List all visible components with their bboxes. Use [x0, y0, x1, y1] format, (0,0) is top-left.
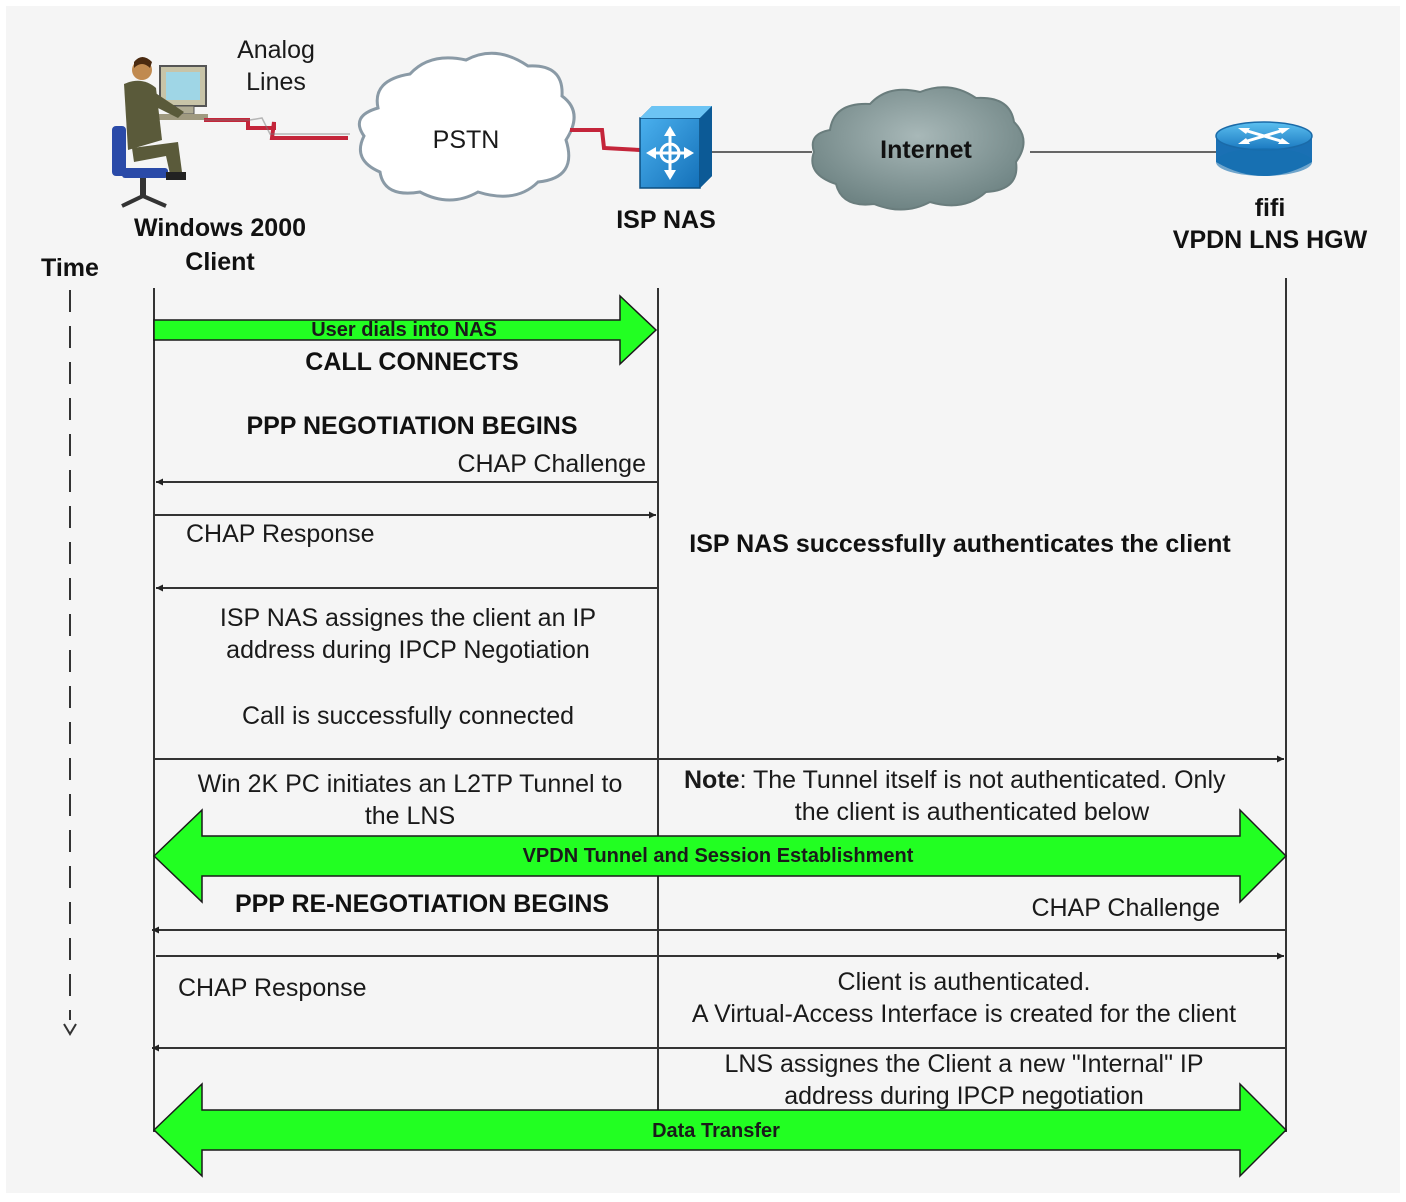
data-transfer-arrow: [152, 1082, 1288, 1178]
client-pc-icon: [112, 57, 208, 208]
call-connected-label: Call is successfully connected: [242, 702, 574, 730]
time-axis-label: Time: [41, 254, 99, 282]
chap-response-1-label: CHAP Response: [186, 520, 375, 548]
chap-response-2-label: CHAP Response: [178, 974, 367, 1002]
vpdn-tunnel-label: VPDN Tunnel and Session Establishment: [523, 845, 914, 867]
user-dials-arrow: [153, 294, 658, 366]
data-transfer-label: Data Transfer: [652, 1120, 780, 1142]
tunnel-note-line2: the client is authenticated below: [795, 798, 1150, 826]
vpdn-tunnel-arrow: [152, 808, 1288, 904]
lns-ip-line1: LNS assignes the Client a new "Internal"…: [724, 1050, 1203, 1078]
tunnel-note-line1: Note: The Tunnel itself is not authentic…: [684, 766, 1226, 794]
analog-line-pstn-nas: [570, 128, 641, 152]
internet-cloud-icon: [811, 86, 1025, 211]
client-label-line1: Windows 2000: [134, 214, 306, 242]
note-bold: Note: [684, 766, 740, 794]
client-auth-line2: A Virtual-Access Interface is created fo…: [692, 1000, 1236, 1028]
ipcp-label-line2: address during IPCP Negotiation: [226, 636, 590, 664]
diagram-background: [6, 6, 1400, 1193]
client-label-line2: Client: [185, 248, 255, 276]
lns-name-label: fifi: [1255, 194, 1286, 222]
note-rest: : The Tunnel itself is not authenticated…: [740, 766, 1226, 794]
nas-auth-note: ISP NAS successfully authenticates the c…: [689, 530, 1231, 558]
pstn-cloud-icon: [357, 51, 576, 202]
lns-role-label: VPDN LNS HGW: [1173, 226, 1368, 254]
l2tp-label-line2: the LNS: [365, 802, 455, 830]
isp-nas-icon: [639, 106, 712, 189]
l2tp-label-line1: Win 2K PC initiates an L2TP Tunnel to: [198, 770, 623, 798]
ipcp-label-line1: ISP NAS assignes the client an IP: [220, 604, 596, 632]
internet-label: Internet: [880, 136, 972, 164]
client-auth-line1: Client is authenticated.: [838, 968, 1091, 996]
chap-challenge-2-label: CHAP Challenge: [1031, 894, 1220, 922]
call-connects-label: CALL CONNECTS: [305, 348, 518, 376]
ppp-begins-label: PPP NEGOTIATION BEGINS: [246, 412, 577, 440]
chap-challenge-1-label: CHAP Challenge: [457, 450, 646, 478]
analog-lines-label-2: Lines: [246, 68, 306, 96]
time-axis-arrowhead: [63, 1023, 77, 1036]
isp-nas-label: ISP NAS: [616, 206, 716, 234]
ppp-renegotiation-label: PPP RE-NEGOTIATION BEGINS: [235, 890, 609, 918]
lns-router-icon: [1215, 121, 1313, 176]
user-dials-label: User dials into NAS: [311, 319, 497, 341]
pstn-label: PSTN: [433, 126, 500, 154]
analog-lines-label-1: Analog: [237, 36, 315, 64]
lns-ip-line2: address during IPCP negotiation: [784, 1082, 1144, 1110]
